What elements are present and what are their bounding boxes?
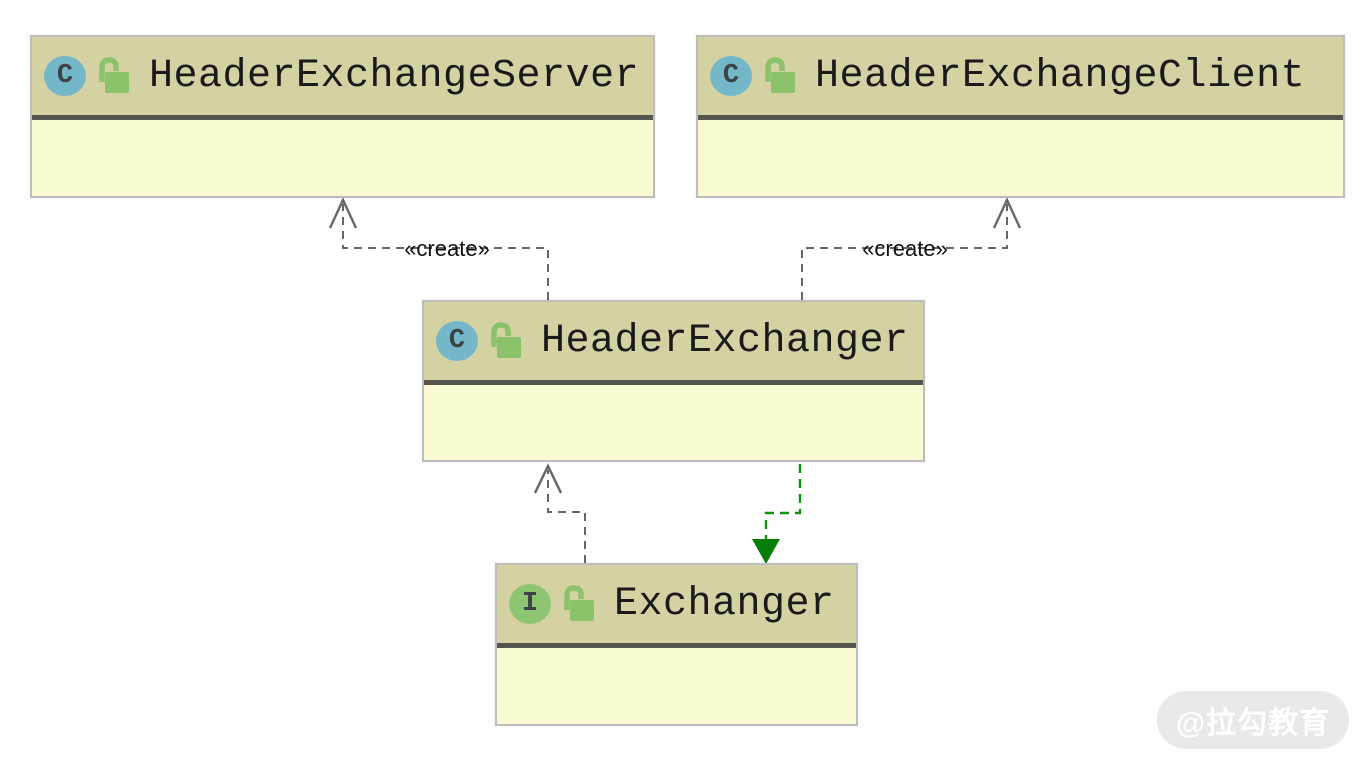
class-name: Exchanger	[614, 581, 835, 627]
class-node-header-exchanger[interactable]: C HeaderExchanger	[422, 300, 925, 462]
class-node-title-bar: C HeaderExchanger	[424, 302, 923, 385]
class-icon: C	[44, 56, 86, 96]
class-icon: C	[436, 321, 478, 361]
class-name: HeaderExchangeClient	[815, 53, 1306, 99]
class-node-header-exchange-server[interactable]: C HeaderExchangeServer	[30, 35, 655, 198]
class-node-members-section	[497, 648, 856, 724]
interface-icon: I	[509, 584, 551, 624]
open-arrowhead-icon	[328, 197, 358, 229]
class-node-members-section	[698, 120, 1343, 196]
class-node-title-bar: I Exchanger	[497, 565, 856, 648]
solid-triangle-arrowhead-icon	[752, 539, 780, 564]
class-node-header-exchange-client[interactable]: C HeaderExchangeClient	[696, 35, 1345, 198]
class-node-title-bar: C HeaderExchangeServer	[32, 37, 653, 120]
open-arrowhead-icon	[533, 463, 563, 494]
class-icon: C	[710, 56, 752, 96]
unlocked-icon	[95, 55, 131, 97]
watermark-badge: @拉勾教育	[1157, 691, 1349, 749]
dependency-edge-exchanger-to-headerexchanger	[533, 463, 586, 563]
unlocked-icon	[761, 55, 797, 97]
class-node-members-section	[32, 120, 653, 196]
open-arrowhead-icon	[992, 197, 1022, 229]
class-node-members-section	[424, 385, 923, 460]
unlocked-icon	[560, 583, 596, 625]
interface-node-exchanger[interactable]: I Exchanger	[495, 563, 858, 726]
edge-stereotype-label: «create»	[404, 236, 490, 261]
class-name: HeaderExchanger	[541, 318, 909, 364]
unlocked-icon	[487, 320, 523, 362]
class-name: HeaderExchangeServer	[149, 53, 640, 99]
realization-edge-headerexchanger-to-exchanger	[752, 464, 802, 564]
edge-stereotype-label: «create»	[862, 236, 948, 261]
class-node-title-bar: C HeaderExchangeClient	[698, 37, 1343, 120]
